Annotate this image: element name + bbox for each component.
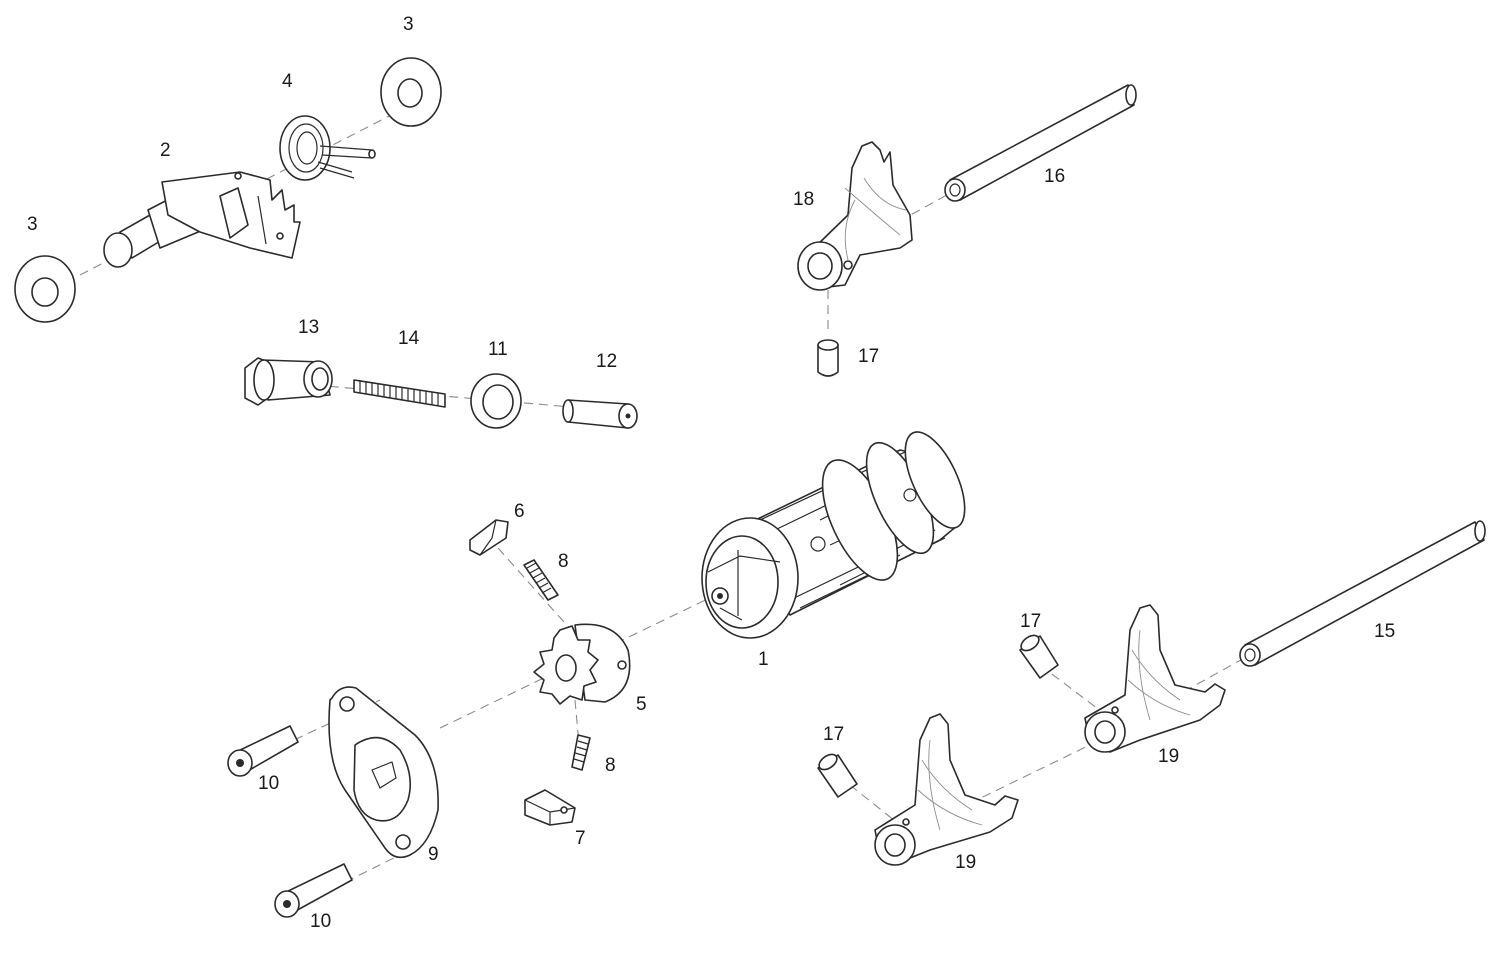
roller-17-right [1019, 634, 1059, 679]
callout-6: 6 [514, 501, 525, 522]
callout-10-lower: 10 [310, 911, 331, 932]
callout-16: 16 [1044, 166, 1065, 187]
callout-13: 13 [298, 317, 319, 338]
callout-11: 11 [488, 339, 508, 360]
callout-9: 9 [428, 844, 439, 865]
spring-8-top [523, 559, 559, 601]
coil-spring-14 [353, 379, 446, 408]
washer-3-top [380, 57, 442, 127]
spring-8-lower [571, 734, 591, 771]
callout-7: 7 [575, 828, 586, 849]
callout-10-upper: 10 [258, 773, 279, 794]
callout-17-right: 17 [1020, 611, 1041, 632]
kick-shaft-2 [103, 171, 301, 268]
callout-3-left: 3 [27, 214, 38, 235]
pin-12 [562, 399, 638, 429]
callout-8-top: 8 [558, 551, 569, 572]
shift-fork-18 [797, 141, 913, 291]
callout-2: 2 [160, 140, 171, 161]
callout-labels: 3 4 2 3 13 14 11 12 18 16 17 6 8 1 5 17 … [27, 14, 1395, 932]
washer-11 [470, 373, 522, 429]
plug-13 [244, 357, 333, 406]
star-wheel-5 [533, 623, 631, 705]
callout-12: 12 [596, 351, 617, 372]
callout-19-upper: 19 [1158, 746, 1179, 767]
callout-8-lower: 8 [605, 755, 616, 776]
callout-17-top: 17 [858, 346, 879, 367]
callout-15: 15 [1374, 621, 1395, 642]
shift-fork-19-upper [1084, 604, 1226, 753]
callout-5: 5 [636, 694, 647, 715]
roller-17-top [817, 339, 839, 377]
detent-6 [469, 519, 509, 556]
callout-17-lower: 17 [823, 724, 844, 745]
bolt-10-lower [274, 863, 353, 918]
callout-18: 18 [793, 189, 814, 210]
callout-14: 14 [398, 328, 420, 349]
callout-4: 4 [282, 71, 293, 92]
shift-drum-1 [701, 431, 966, 639]
roller-17-lower [817, 753, 858, 798]
rod-15 [1239, 520, 1486, 667]
block-7 [524, 789, 576, 826]
callout-3-top: 3 [403, 14, 414, 35]
torsion-spring-4 [279, 115, 376, 181]
washer-3-left [14, 255, 76, 323]
rod-16 [944, 84, 1137, 202]
callout-19-lower: 19 [955, 852, 976, 873]
callout-1: 1 [758, 649, 769, 670]
cover-plate-9 [328, 686, 439, 859]
shift-fork-19-lower [874, 713, 1019, 866]
bolt-10-upper [227, 725, 299, 777]
